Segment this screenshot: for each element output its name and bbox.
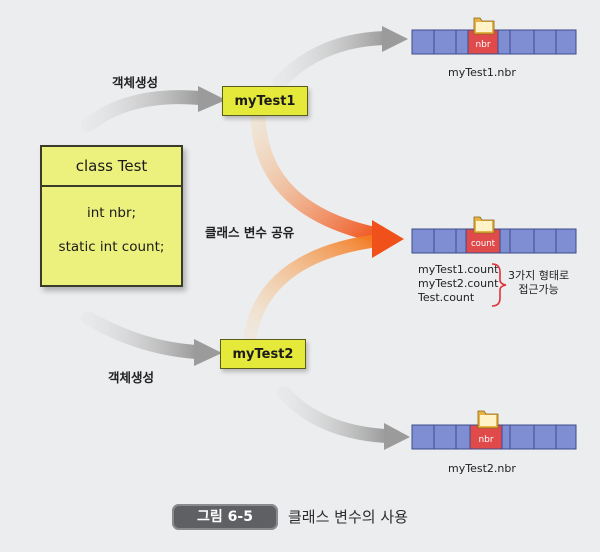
- instance-field: int nbr;: [86, 205, 137, 221]
- note-line: 접근가능: [518, 283, 559, 296]
- create-arrow-2: [81, 311, 203, 359]
- note-line: 3가지 형태로: [508, 269, 570, 282]
- access-forms: myTest1.count myTest2.count Test.count: [418, 263, 498, 305]
- share-arrow-head: [372, 220, 404, 258]
- share-label: 클래스 변수 공유: [205, 225, 295, 240]
- static-field: static int count;: [58, 239, 165, 255]
- create-arrow-2-head: [194, 339, 222, 366]
- access-note: 3가지 형태로 접근가능: [508, 269, 569, 297]
- memory-caption-2: myTest2.nbr: [448, 462, 516, 475]
- class-test-box: class Test int nbr; static int count;: [40, 145, 183, 287]
- access-brace: [491, 263, 507, 307]
- figure-title: 클래스 변수의 사용: [288, 508, 408, 526]
- figure-number-badge: 그림 6-5: [172, 504, 278, 530]
- ref-arrow-2-head: [384, 423, 410, 450]
- create-arrow-1-head: [198, 86, 226, 112]
- memory-cell-label: nbr: [478, 435, 493, 445]
- access-line: Test.count: [418, 291, 475, 304]
- access-line: myTest2.count: [418, 277, 499, 290]
- memory-cell-label: nbr: [475, 40, 490, 50]
- ref-arrow-2: [277, 386, 393, 443]
- memory-caption-1: myTest1.nbr: [448, 66, 516, 79]
- class-name: class Test: [42, 147, 181, 187]
- create-label-1: 객체생성: [112, 75, 159, 90]
- object-mytest1: myTest1: [222, 86, 308, 116]
- memory-cell-label: count: [471, 239, 496, 249]
- create-label-2: 객체생성: [108, 370, 155, 385]
- create-arrow-1: [81, 90, 207, 132]
- ref-arrow-1-head: [382, 26, 408, 52]
- share-arrow-1: [250, 110, 390, 244]
- share-arrow-2: [243, 233, 389, 342]
- ref-arrow-1: [273, 31, 392, 89]
- access-line: myTest1.count: [418, 263, 499, 276]
- object-mytest2: myTest2: [220, 339, 306, 369]
